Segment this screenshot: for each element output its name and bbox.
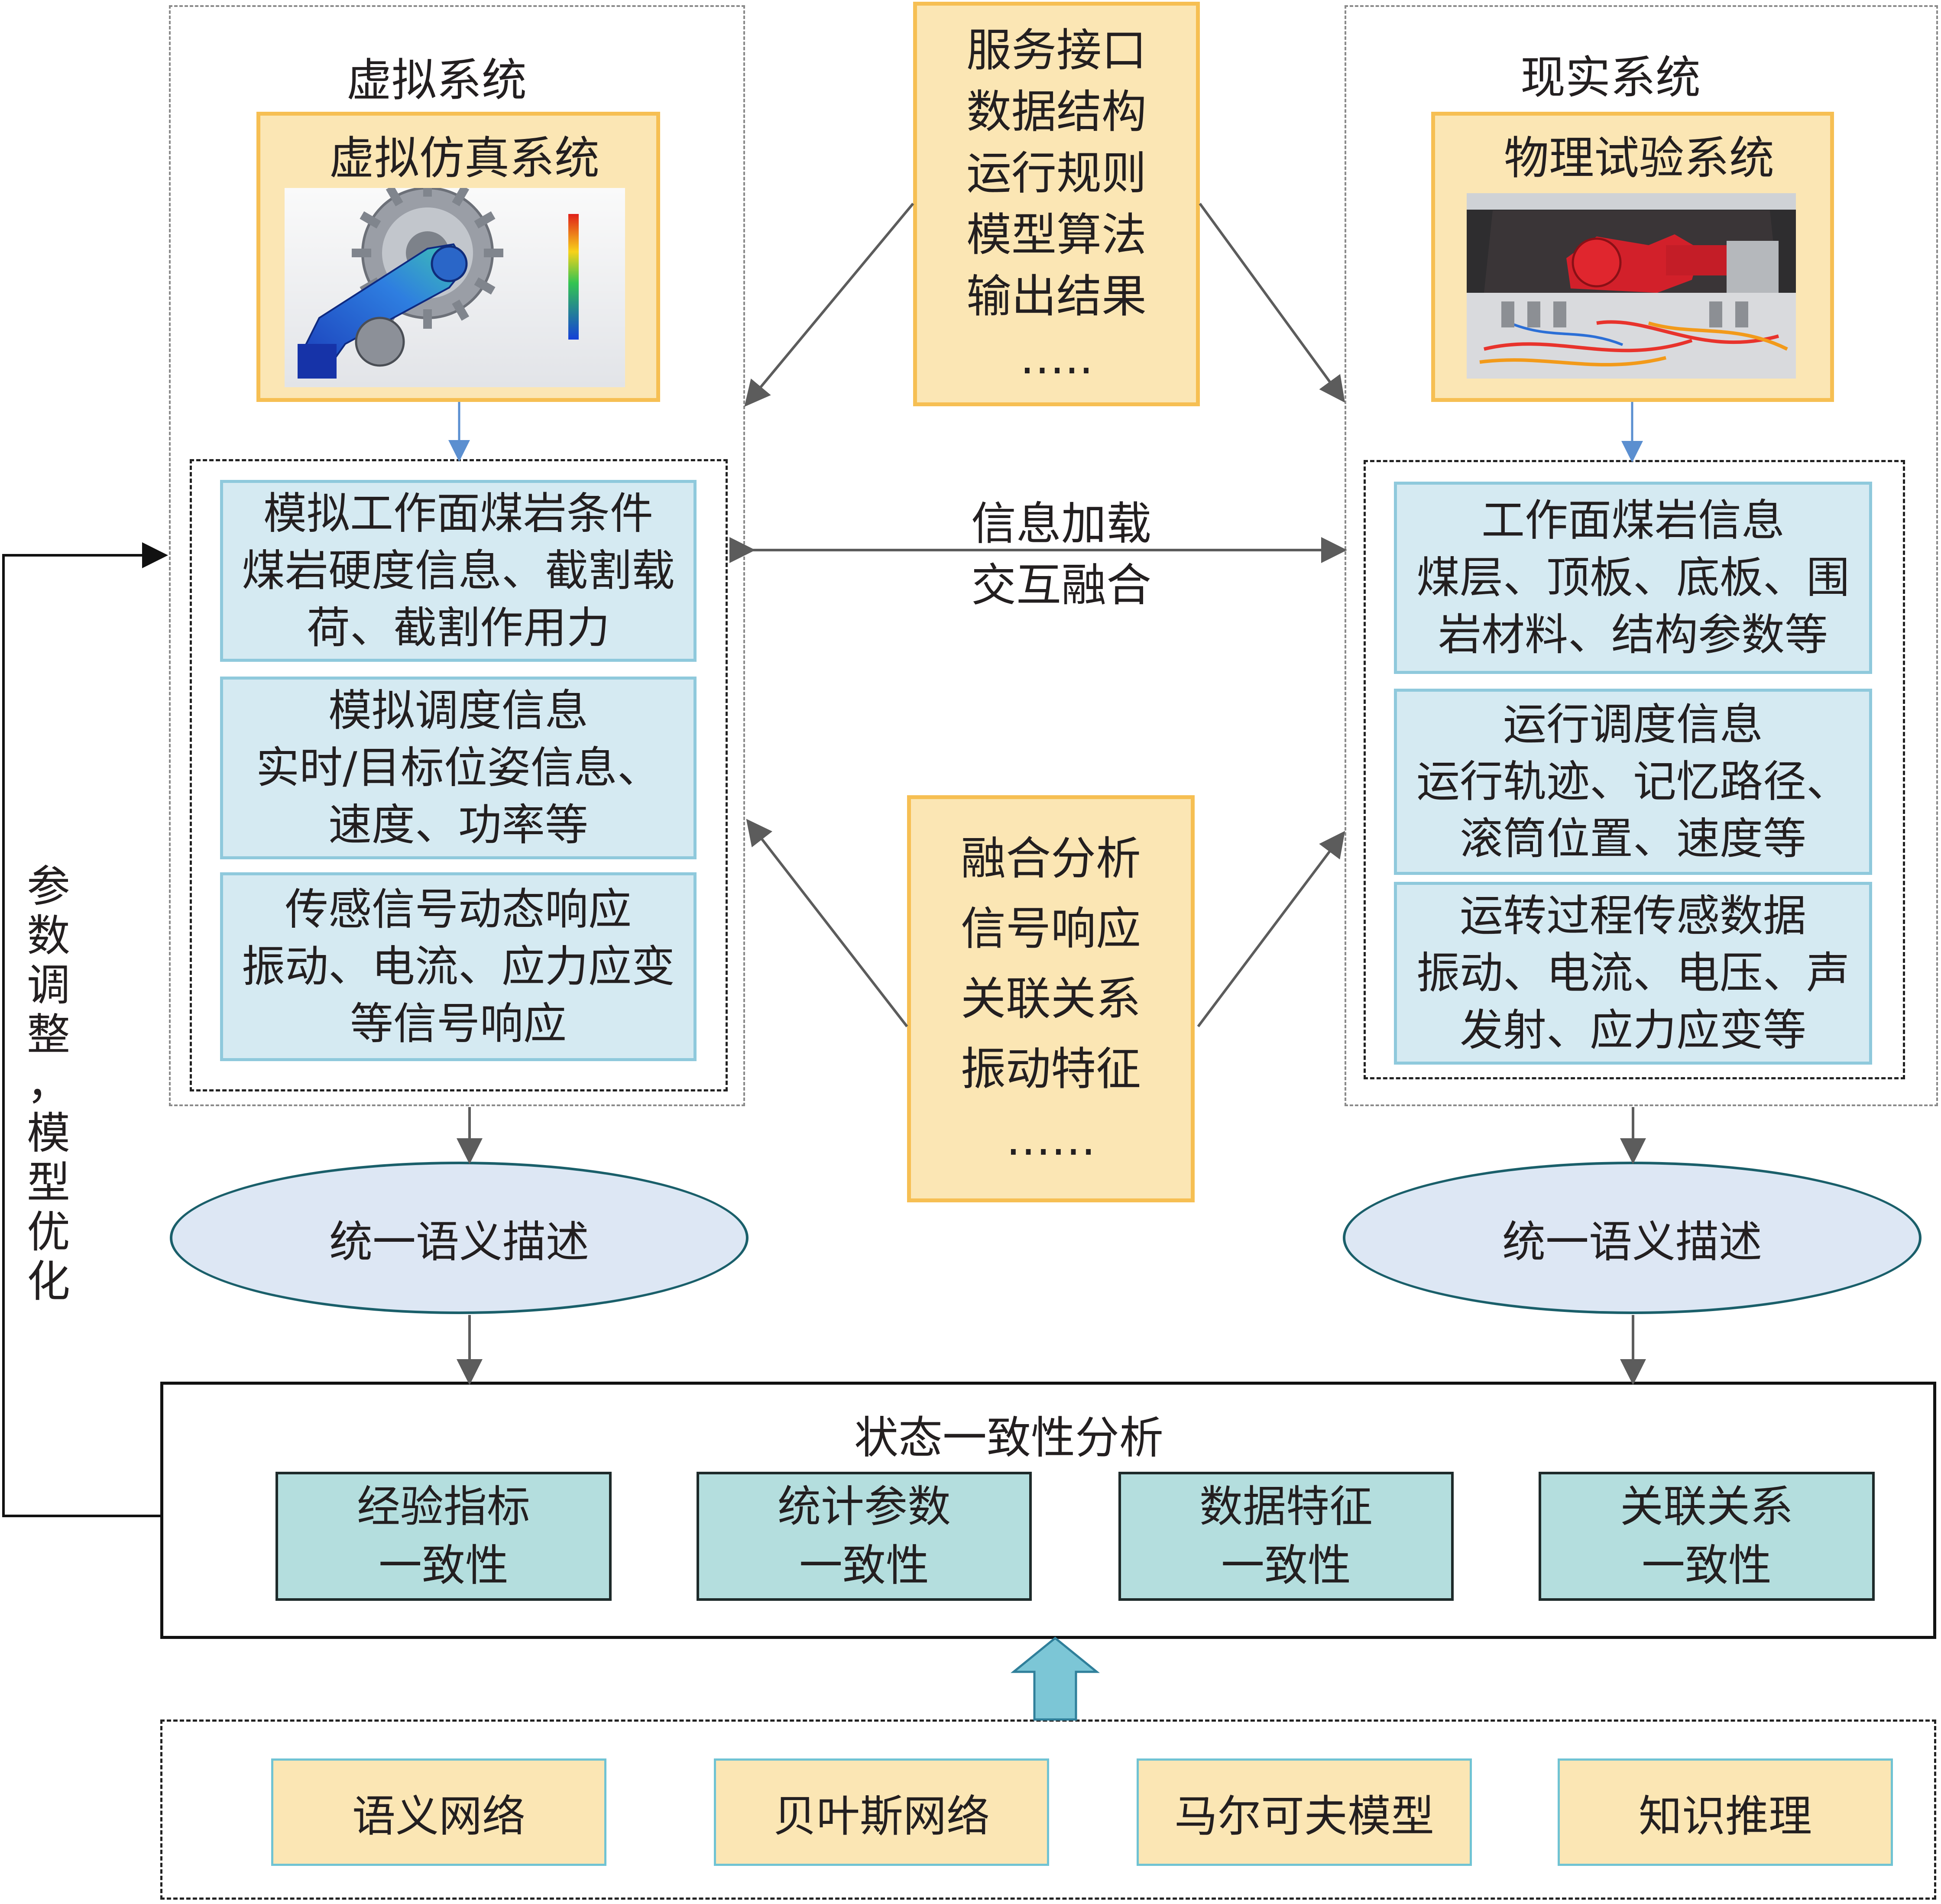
method-semantic-network: 语义网络 [271,1758,606,1866]
consistency-item-3-line-2: 一致性 [1221,1540,1351,1591]
method-1-label: 语义网络 [352,1791,525,1842]
method-bayesian-network: 贝叶斯网络 [714,1758,1049,1866]
consistency-item-1-line-2: 一致性 [379,1540,509,1591]
real-block-1-line-2: 煤层、顶板、底板、围 [1416,552,1850,603]
real-block-3-line-3: 发射、应力应变等 [1460,1005,1806,1056]
arrow-interface-to-virtual [744,203,914,407]
interface-item-1: 服务接口 [966,24,1147,77]
consistency-item-1-line-1: 经验指标 [357,1481,530,1532]
simulation-render-image [285,188,625,387]
arrow-fusion-to-virtual [746,819,908,1027]
virtual-semantic-ellipse: 统一语义描述 [170,1162,749,1314]
interface-item-4: 模型算法 [966,208,1147,261]
consistency-item-statistical: 统计参数 一致性 [697,1472,1032,1601]
virtual-block-2-line-1: 模拟调度信息 [328,685,588,736]
consistency-item-4-line-2: 一致性 [1642,1540,1772,1591]
virtual-block-2-line-2: 实时/目标位姿信息、 [256,742,661,793]
big-up-arrow [1010,1636,1100,1721]
color-legend [568,214,579,340]
real-block-scheduling: 运行调度信息 运行轨迹、记忆路径、 滚筒位置、速度等 [1394,689,1872,875]
feedback-loop-line [2,542,168,1517]
fusion-item-1: 融合分析 [960,832,1141,885]
real-block-1-line-3: 岩材料、结构参数等 [1438,609,1828,660]
feedback-char-1: 参 [27,861,70,912]
method-4-label: 知识推理 [1639,1791,1812,1842]
feedback-char-5: ， [27,1059,70,1109]
virtual-block-3-line-3: 等信号响应 [350,998,567,1049]
method-2-label: 贝叶斯网络 [773,1791,990,1842]
real-block-2-line-3: 滚筒位置、速度等 [1460,813,1806,864]
real-block-2-line-2: 运行轨迹、记忆路径、 [1416,756,1850,807]
feedback-char-4: 整 [27,1009,70,1060]
real-block-1-line-1: 工作面煤岩信息 [1481,495,1785,546]
method-3-label: 马尔可夫模型 [1174,1791,1434,1842]
interface-item-5: 输出结果 [966,270,1147,323]
method-markov-model: 马尔可夫模型 [1137,1758,1472,1866]
consistency-item-empirical: 经验指标 一致性 [275,1472,612,1601]
real-block-2-line-1: 运行调度信息 [1503,699,1763,750]
virtual-block-sensor-response: 传感信号动态响应 振动、电流、应力应变 等信号响应 [220,872,697,1061]
real-system-title: 现实系统 [1520,51,1701,104]
virtual-semantic-label: 统一语义描述 [329,1216,589,1267]
interaction-label: 信息加载 交互融合 [931,489,1191,619]
virtual-block-3-line-1: 传感信号动态响应 [285,884,632,935]
interface-spec-box: 服务接口 数据结构 运行规则 模型算法 输出结果 ….. [913,2,1200,406]
fusion-item-4: 振动特征 [960,1043,1141,1095]
feedback-char-7: 型 [27,1157,70,1208]
consistency-item-data-feature: 数据特征 一致性 [1118,1472,1454,1601]
virtual-block-1-line-3: 荷、截割作用力 [307,602,610,653]
consistency-analysis-title: 状态一致性分析 [854,1412,1163,1464]
virtual-system-title: 虚拟系统 [347,54,527,107]
virtual-block-scheduling: 模拟调度信息 实时/目标位姿信息、 速度、功率等 [220,677,697,859]
feedback-char-9: 化 [27,1256,70,1307]
feedback-char-3: 调 [27,960,70,1010]
virtual-block-3-line-2: 振动、电流、应力应变 [242,941,675,992]
fusion-analysis-box: 融合分析 信号响应 关联关系 振动特征 …… [907,795,1195,1202]
interface-item-2: 数据结构 [966,85,1147,138]
real-block-3-line-1: 运转过程传感数据 [1460,890,1806,941]
consistency-item-2-line-1: 统计参数 [778,1481,951,1532]
physical-test-photo [1467,193,1796,379]
method-knowledge-reasoning: 知识推理 [1558,1758,1893,1866]
feedback-char-8: 优 [27,1207,70,1257]
interface-item-3: 运行规则 [966,147,1147,200]
consistency-item-correlation: 关联关系 一致性 [1539,1472,1875,1601]
fusion-item-3: 关联关系 [960,972,1141,1025]
virtual-block-2-line-3: 速度、功率等 [328,800,588,850]
arrow-fusion-to-real [1197,831,1345,1027]
physical-test-title: 物理试验系统 [1504,132,1775,185]
virtual-block-coal-conditions: 模拟工作面煤岩条件 煤岩硬度信息、截割载 荷、截割作用力 [220,480,697,662]
virtual-simulation-title: 虚拟仿真系统 [329,132,600,185]
virtual-block-1-line-2: 煤岩硬度信息、截割载 [242,545,675,596]
consistency-item-2-line-2: 一致性 [799,1540,929,1591]
consistency-item-3-line-1: 数据特征 [1199,1481,1373,1532]
real-block-sensor-data: 运转过程传感数据 振动、电流、电压、声 发射、应力应变等 [1394,882,1872,1065]
feedback-char-6: 模 [27,1108,70,1159]
fusion-item-2: 信号响应 [960,902,1141,955]
real-block-3-line-2: 振动、电流、电压、声 [1416,948,1850,998]
virtual-block-1-line-1: 模拟工作面煤岩条件 [263,488,653,539]
interaction-label-line-2: 交互融合 [971,559,1151,612]
interface-item-6: ….. [1019,331,1094,384]
feedback-char-2: 数 [27,910,70,961]
arrow-interface-to-real [1199,203,1345,403]
real-semantic-label: 统一语义描述 [1502,1216,1762,1267]
fusion-item-5: …… [1006,1113,1096,1166]
real-block-coal-info: 工作面煤岩信息 煤层、顶板、底板、围 岩材料、结构参数等 [1394,482,1872,674]
feedback-label: 参 数 调 整 ， 模 型 优 化 [23,862,75,1306]
consistency-item-4-line-1: 关联关系 [1620,1481,1793,1532]
